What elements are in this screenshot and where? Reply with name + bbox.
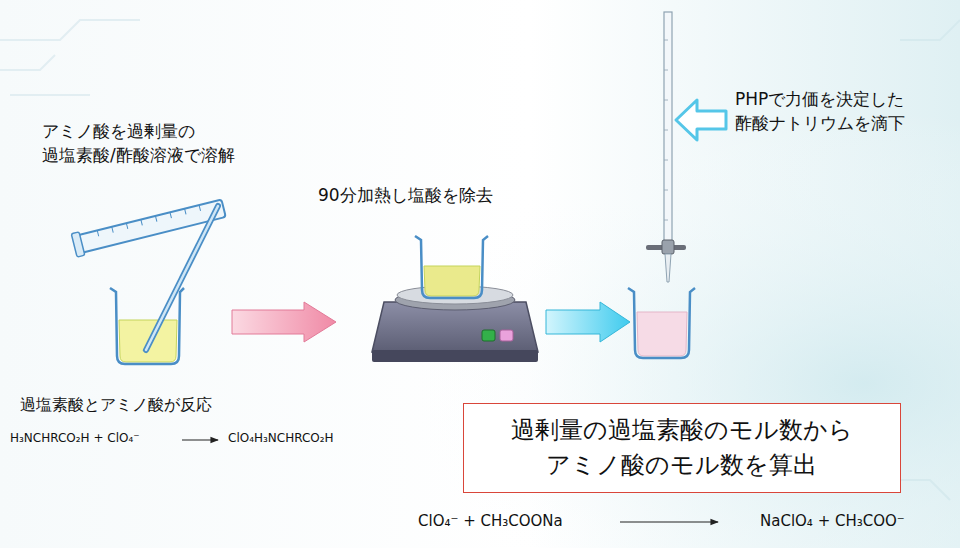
- hot-plate: [500, 330, 513, 341]
- reaction-caption: 過塩素酸とアミノ酸が反応: [20, 394, 212, 416]
- buret: [662, 240, 674, 254]
- buret: [664, 160, 668, 161]
- beaker: [424, 266, 480, 296]
- chemical-equation: H₃NCHRCO₂H + ClO₄⁻: [10, 430, 140, 447]
- step-caption: 90分加熱し塩酸を除去: [318, 184, 493, 208]
- process-arrow: [232, 302, 336, 342]
- buret: [664, 220, 668, 221]
- beaker: [415, 236, 488, 298]
- graduated-cylinder: [71, 232, 85, 257]
- graduated-cylinder: [185, 209, 186, 215]
- glass-rod: [146, 206, 218, 350]
- result-text: 過剰量の過塩素酸のモル数から アミノ酸のモル数を算出: [500, 413, 865, 483]
- beaker: [415, 236, 488, 298]
- buret: [664, 40, 668, 41]
- graduated-cylinder: [141, 220, 142, 226]
- beaker: [628, 288, 695, 358]
- chemical-equation: ClO₄H₃NCHRCO₂H: [228, 430, 334, 447]
- chemical-equation: ClO₄⁻ + CH₃COONa: [418, 511, 563, 532]
- beaker: [637, 312, 687, 356]
- background: [0, 20, 140, 95]
- hot-plate: [372, 350, 538, 362]
- graduated-cylinder: [112, 227, 113, 233]
- graduated-cylinder: [199, 205, 200, 211]
- graduated-cylinder: [97, 230, 98, 236]
- graduated-cylinder: [97, 205, 200, 236]
- graduated-cylinder: [71, 197, 226, 258]
- hot-plate: [482, 330, 495, 341]
- glass-rod: [146, 206, 218, 350]
- graduated-cylinder: [170, 212, 171, 218]
- buret: [664, 70, 668, 71]
- buret: [646, 12, 686, 282]
- buret: [664, 12, 672, 244]
- chemical-equation: NaClO₄ + CH₃COO⁻: [760, 511, 905, 532]
- process-arrow: [546, 302, 630, 342]
- graduated-cylinder: [155, 216, 156, 222]
- result-box: 過剰量の過塩素酸のモル数から アミノ酸のモル数を算出: [463, 403, 901, 493]
- buret: [664, 190, 668, 191]
- buret: [665, 254, 671, 282]
- callout-arrow: [676, 100, 726, 140]
- reaction-arrow: [620, 521, 718, 522]
- buret: [664, 40, 668, 220]
- step-caption: アミノ酸を過剰量の 過塩素酸/酢酸溶液で溶解: [42, 120, 263, 168]
- graduated-cylinder: [78, 199, 226, 252]
- buret: [664, 100, 668, 101]
- beaker: [628, 288, 695, 358]
- glass-rod: [146, 206, 218, 350]
- graduated-cylinder: [126, 223, 127, 229]
- reaction-arrow: [182, 439, 218, 440]
- step-caption: PHPで力価を決定した 酢酸ナトリウムを滴下: [735, 88, 925, 136]
- buret: [664, 130, 668, 131]
